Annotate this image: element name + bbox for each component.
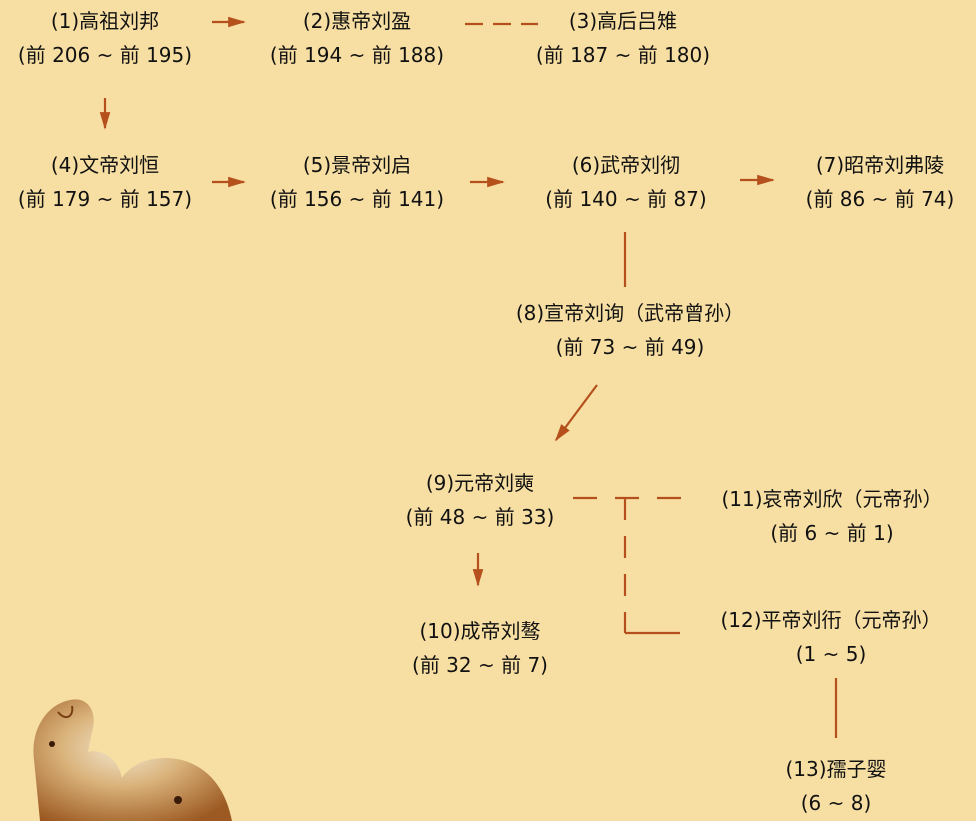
ruler-node: (12)平帝刘衎（元帝孙） (1 ~ 5): [688, 603, 974, 671]
ruler-node: (8)宣帝刘询（武帝曾孙） (前 73 ~ 前 49): [470, 296, 790, 364]
ruler-name: (8)宣帝刘询（武帝曾孙）: [515, 301, 745, 325]
ruler-node: (6)武帝刘彻 (前 140 ~ 前 87): [531, 148, 721, 216]
ruler-years: (前 156 ~ 前 141): [269, 187, 445, 211]
ruler-years: (前 32 ~ 前 7): [412, 653, 548, 677]
ruler-node: (11)哀帝刘欣（元帝孙） (前 6 ~ 前 1): [690, 482, 974, 550]
ruler-node: (2)惠帝刘盈 (前 194 ~ 前 188): [262, 4, 452, 72]
ruler-name: (12)平帝刘衎（元帝孙）: [720, 608, 942, 632]
ruler-name: (3)高后吕雉: [568, 9, 678, 33]
ruler-node: (5)景帝刘启 (前 156 ~ 前 141): [262, 148, 452, 216]
ruler-node: (3)高后吕雉 (前 187 ~ 前 180): [528, 4, 718, 72]
ruler-name: (1)高祖刘邦: [50, 9, 160, 33]
ruler-node: (7)昭帝刘弗陵 (前 86 ~ 前 74): [790, 148, 970, 216]
ruler-node: (10)成帝刘骜 (前 32 ~ 前 7): [385, 614, 575, 682]
ruler-years: (6 ~ 8): [800, 791, 872, 815]
ruler-name: (11)哀帝刘欣（元帝孙）: [721, 487, 943, 511]
ruler-years: (前 206 ~ 前 195): [17, 43, 193, 67]
ruler-years: (前 6 ~ 前 1): [770, 521, 894, 545]
ruler-years: (前 187 ~ 前 180): [535, 43, 711, 67]
ruler-node: (9)元帝刘奭 (前 48 ~ 前 33): [385, 466, 575, 534]
ruler-years: (前 86 ~ 前 74): [805, 187, 955, 211]
ruler-node: (4)文帝刘恒 (前 179 ~ 前 157): [15, 148, 195, 216]
ruler-node: (13)孺子婴 (6 ~ 8): [756, 752, 916, 820]
ruler-years: (前 179 ~ 前 157): [17, 187, 193, 211]
ruler-years: (前 48 ~ 前 33): [405, 505, 555, 529]
ruler-node: (1)高祖刘邦 (前 206 ~ 前 195): [15, 4, 195, 72]
ruler-name: (5)景帝刘启: [302, 153, 412, 177]
ruler-name: (2)惠帝刘盈: [302, 9, 412, 33]
ruler-years: (前 140 ~ 前 87): [545, 187, 707, 211]
ruler-years: (1 ~ 5): [795, 642, 867, 666]
ruler-name: (6)武帝刘彻: [571, 153, 681, 177]
ruler-years: (前 194 ~ 前 188): [269, 43, 445, 67]
ruler-name: (10)成帝刘骜: [419, 619, 541, 643]
arrow-8-to-9: [554, 384, 598, 442]
ruler-name: (7)昭帝刘弗陵: [815, 153, 945, 177]
ruler-name: (13)孺子婴: [785, 757, 887, 781]
ruler-name: (9)元帝刘奭: [425, 471, 535, 495]
ruler-years: (前 73 ~ 前 49): [555, 335, 705, 359]
ruler-name: (4)文帝刘恒: [50, 153, 160, 177]
